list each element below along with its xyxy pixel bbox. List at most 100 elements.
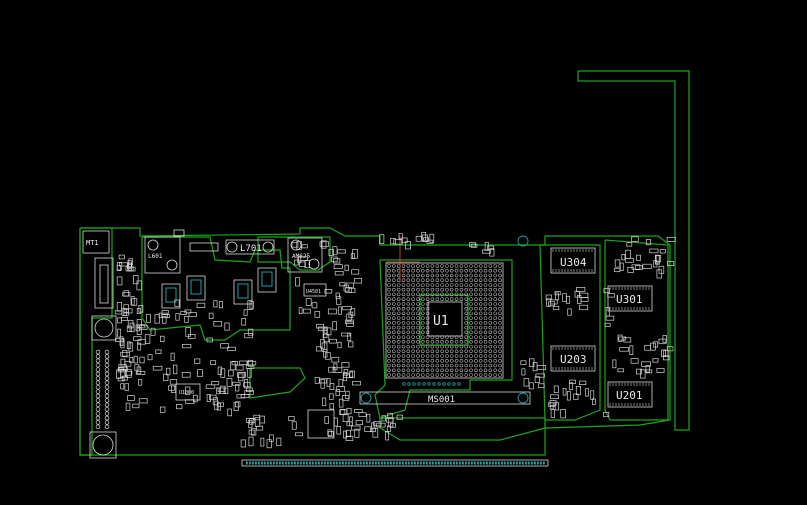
bga-ball [401,287,406,292]
edge-finger [303,461,305,465]
bga-ball [435,373,440,377]
smd-component [617,334,623,342]
smd-component [329,383,335,390]
smd-component [224,322,230,331]
smd-component [354,278,363,284]
bga-ball [483,335,488,339]
bga-ball [488,359,493,363]
smd-component [605,307,610,317]
bga-ball [483,368,488,373]
header-pin [104,362,110,368]
bga-ball [406,311,411,316]
edge-finger [300,461,302,465]
smd-component [523,378,530,387]
bga-ball [421,297,425,301]
bga-ball [498,325,502,330]
bga-ball [449,349,454,354]
smd-component [482,249,492,254]
bga-ball [396,325,401,330]
bga-ball [411,302,415,306]
bga-ball [445,373,449,377]
header-pin [95,398,101,403]
bga-ball [387,278,391,282]
bga-ball [469,363,473,368]
bga-ball [483,330,488,335]
bga-ball [440,363,444,368]
bga-ball [406,359,411,363]
bga-ball [396,297,401,301]
bga-ball [401,283,406,287]
smd-component [326,378,331,387]
bga-ball [421,368,425,373]
bga-ball [445,344,449,349]
smd-component [565,295,571,304]
bga-ball [392,306,396,311]
smd-component [129,357,134,363]
bga-ball [440,359,444,363]
bga-ball [430,273,435,278]
bga-ball [478,287,483,292]
bga-ball [392,373,396,377]
edge-finger [507,461,509,465]
smd-component [232,381,241,386]
bga-ball [401,373,406,377]
smd-component [329,393,334,400]
smd-component [135,371,146,375]
smd-component [350,308,356,316]
bga-ball [421,373,425,377]
memory-u201: U201 [607,381,653,408]
bga-ball [440,283,444,287]
bga-ball [406,297,411,301]
smd-component [311,302,318,309]
bga-ball [488,297,493,301]
bga-ball [387,306,391,311]
smd-component [607,293,615,298]
bga-ball [493,373,497,377]
bga-ball [488,287,493,292]
smd-component [553,385,559,393]
edge-finger [495,461,497,465]
smd-component [130,296,135,306]
mosfet-q1-pad [165,287,177,303]
bga-ball [392,278,396,282]
bga-ball [421,325,425,330]
mosfet-q2-pad [190,279,202,295]
smd-component [338,398,344,408]
smd-component [188,312,197,317]
bga-ball [435,297,440,301]
smd-component [220,343,229,349]
smd-component [484,242,490,251]
smd-component [329,403,334,410]
smd-component [629,345,634,355]
bga-ball [411,316,415,320]
bga-ball [454,340,459,344]
edge-finger [372,461,374,465]
header-pin [95,380,101,386]
bga-ball [459,354,464,358]
smd-component [385,431,389,441]
smd-component [337,341,342,349]
bga-ball [483,359,488,363]
bga-ball [396,311,401,316]
smd-component [328,249,334,256]
smd-component [342,395,350,401]
bga-ball [478,283,483,287]
smd-component [653,341,659,348]
bga-ball [421,278,425,282]
bga-ball [425,287,430,292]
bga-ball [406,349,411,354]
bga-u1-outline [385,262,504,379]
bga-ball [406,354,411,358]
label-u201: U201 [616,389,643,402]
bga-ball [493,311,497,316]
bga-ball [396,287,401,292]
header-pin [95,349,101,355]
smd-component [470,243,478,248]
bga-ball [401,278,406,282]
smd-component [550,409,555,418]
bga-ball [421,340,425,344]
via [442,382,446,386]
header-pin [95,384,101,390]
header-pin [95,367,101,372]
